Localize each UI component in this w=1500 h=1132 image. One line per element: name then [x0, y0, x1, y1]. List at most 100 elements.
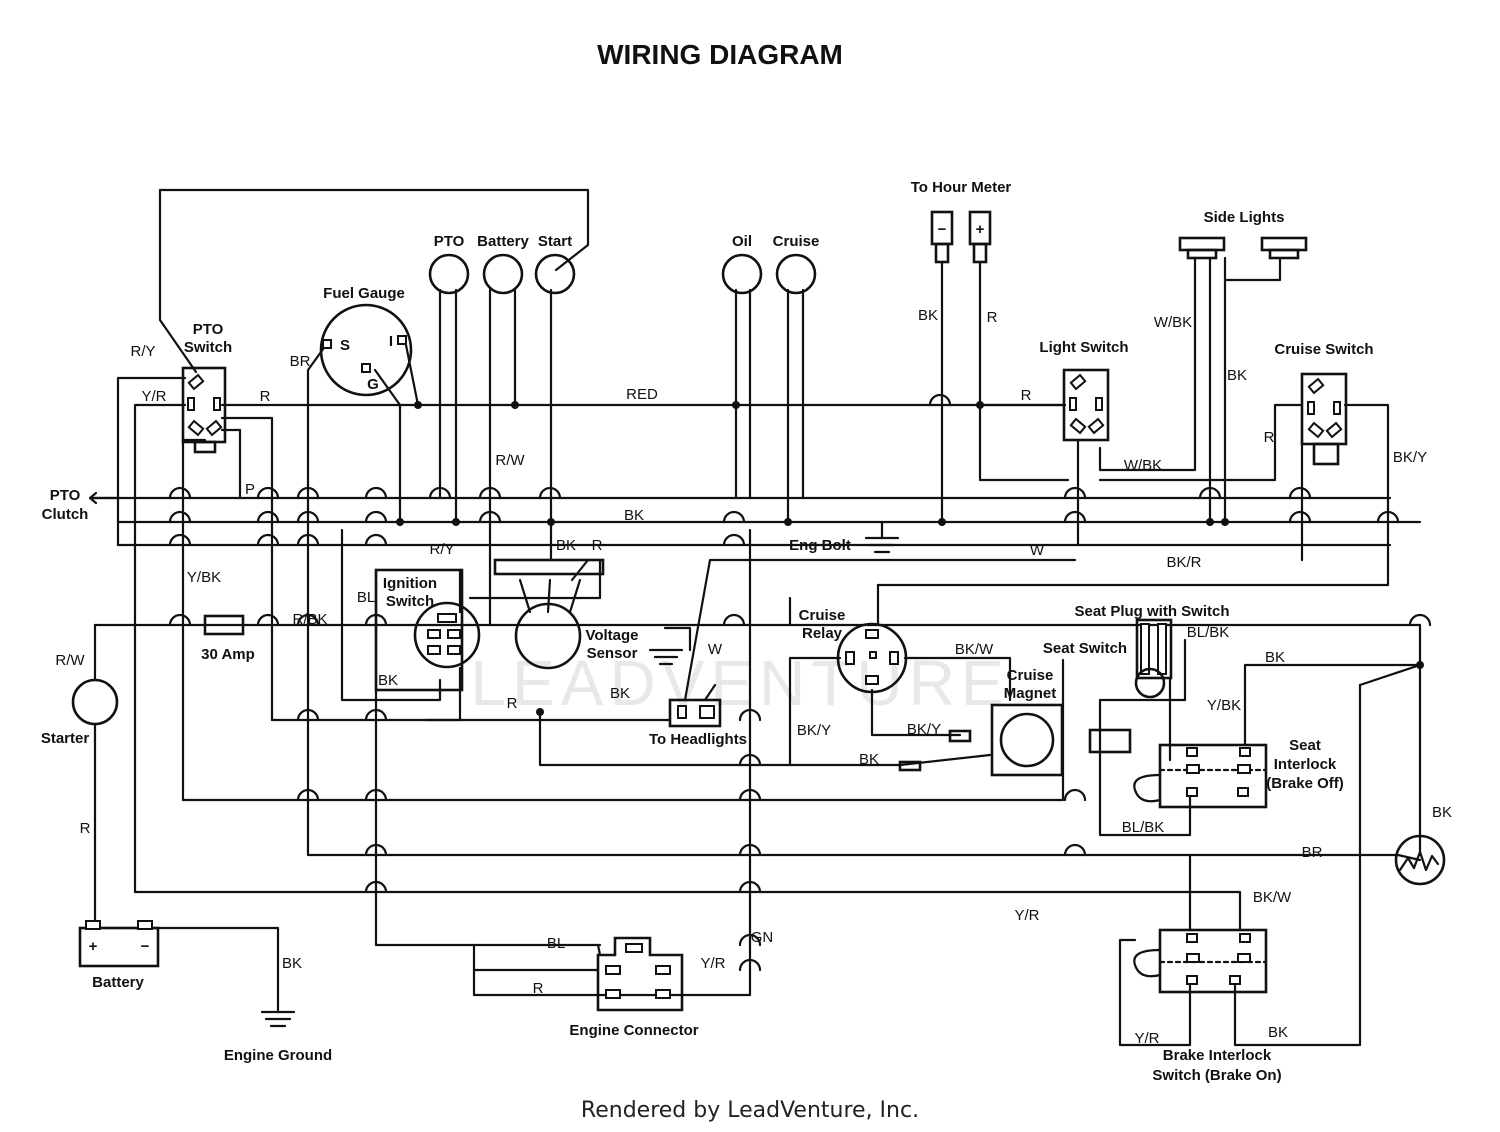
- wire-label: Y/R: [700, 955, 725, 972]
- headlights-connector: To Headlights: [649, 698, 747, 748]
- battery: + − Battery: [78, 920, 160, 991]
- seat-interlock-label-3: (Brake Off): [1266, 775, 1344, 792]
- pto-switch: PTO Switch: [181, 321, 232, 454]
- cruise-switch-label: Cruise Switch: [1274, 341, 1373, 358]
- light-switch: Light Switch: [1039, 339, 1129, 442]
- fuel-gauge-pin-i: I: [389, 333, 393, 350]
- wire-label: BL/BK: [1122, 819, 1165, 836]
- wire-label: BL: [547, 935, 565, 952]
- lamp-battery-label: Battery: [477, 233, 529, 250]
- lamp-start-label: Start: [538, 233, 572, 250]
- seat-plug: Seat Plug with Switch Seat Switch: [1043, 603, 1230, 754]
- cruise-switch: Cruise Switch: [1274, 341, 1374, 466]
- pto-clutch-label-2: Clutch: [42, 506, 89, 523]
- lamp-cruise: [775, 253, 817, 295]
- diagram-title: WIRING DIAGRAM: [597, 39, 843, 70]
- brake-interlock-label-2: Switch (Brake On): [1152, 1067, 1281, 1084]
- fuel-gauge-pin-s: S: [340, 337, 350, 354]
- ignition-switch: Ignition Switch: [374, 568, 481, 692]
- lamp-oil: [721, 253, 763, 295]
- hour-meter-plus: +: [976, 221, 985, 238]
- wire-label: BK/R: [1166, 554, 1201, 571]
- pto-clutch-label: PTO: [50, 487, 81, 504]
- wire-label: R: [260, 388, 271, 405]
- battery-plus: +: [89, 938, 98, 955]
- lamp-pto-label: PTO: [434, 233, 465, 250]
- wire-label: BK/W: [955, 641, 994, 658]
- indicator-lamps: PTO Battery Start Oil Cruise: [428, 233, 820, 295]
- brake-interlock-switch: Brake Interlock Switch (Brake On): [1133, 928, 1282, 1084]
- battery-label: Battery: [92, 974, 144, 991]
- wire-label: Y/R: [1014, 907, 1039, 924]
- seat-interlock-label-2: Interlock: [1274, 756, 1337, 773]
- wire-label: R: [507, 695, 518, 712]
- wire-label: R: [533, 980, 544, 997]
- wire-label: R/BK: [292, 611, 327, 628]
- lamp-battery: [482, 253, 524, 295]
- wire-label: BK: [282, 955, 302, 972]
- wire-label: R: [987, 309, 998, 326]
- headlights-label: To Headlights: [649, 731, 747, 748]
- wire-label: Y/BK: [187, 569, 221, 586]
- wire-label: R/W: [55, 652, 85, 669]
- wire-label: BK: [1265, 649, 1285, 666]
- pto-clutch: PTO Clutch: [42, 487, 120, 523]
- seat-switch-label: Seat Switch: [1043, 640, 1127, 657]
- cruise-relay-label-2: Relay: [802, 625, 843, 642]
- wire-label: Y/BK: [1207, 697, 1241, 714]
- fuse-30amp: 30 Amp: [201, 614, 255, 663]
- hour-meter-connector: To Hour Meter − +: [911, 179, 1012, 264]
- seat-interlock: Seat Interlock (Brake Off): [1133, 737, 1344, 809]
- wire-label: BK/Y: [1393, 449, 1427, 466]
- wire-label: BK: [1227, 367, 1247, 384]
- cruise-magnet: Cruise Magnet: [898, 667, 1064, 777]
- engine-ground: Engine Ground: [224, 1010, 332, 1064]
- wire-label: Y/R: [141, 388, 166, 405]
- fuel-gauge-label: Fuel Gauge: [323, 285, 405, 302]
- lamp-pto: [428, 253, 470, 295]
- starter: Starter: [41, 678, 119, 747]
- cruise-relay: Cruise Relay: [799, 607, 908, 694]
- hour-meter-minus: −: [938, 221, 947, 238]
- wire-label: W/BK: [1124, 457, 1162, 474]
- wire-label: BK: [918, 307, 938, 324]
- brake-interlock-label: Brake Interlock: [1163, 1047, 1272, 1064]
- wire-label: R/Y: [130, 343, 155, 360]
- fuse-label: 30 Amp: [201, 646, 255, 663]
- side-lights: Side Lights: [1178, 209, 1308, 260]
- footer-credit: Rendered by LeadVenture, Inc.: [580, 1098, 920, 1123]
- pto-switch-label-2: Switch: [184, 339, 232, 356]
- pto-switch-label: PTO: [193, 321, 224, 338]
- eng-bolt-label: Eng Bolt: [789, 537, 851, 554]
- wire-label: BK: [610, 685, 630, 702]
- lamp-cruise-label: Cruise: [773, 233, 820, 250]
- voltage-sensor-label: Voltage: [585, 627, 638, 644]
- ignition-switch-label-2: Switch: [386, 593, 434, 610]
- engine-connector: Engine Connector: [569, 936, 699, 1039]
- engine-ground-label: Engine Ground: [224, 1047, 332, 1064]
- wire-labels: R/Y Y/R R BR P RED R/W BK BK R R/Y Y/BK …: [55, 307, 1452, 1047]
- light-switch-label: Light Switch: [1039, 339, 1128, 356]
- wire-label: R: [1264, 429, 1275, 446]
- wire-label: BR: [1302, 844, 1323, 861]
- side-lights-label: Side Lights: [1204, 209, 1285, 226]
- cruise-magnet-label: Cruise: [1007, 667, 1054, 684]
- ignition-switch-label: Ignition: [383, 575, 437, 592]
- wire-label: BK: [859, 751, 879, 768]
- lamp-oil-label: Oil: [732, 233, 752, 250]
- fuel-gauge: Fuel Gauge S I G: [319, 285, 413, 397]
- wire-label: BK: [378, 672, 398, 689]
- wire-label: BK/Y: [907, 721, 941, 738]
- eng-bolt-ground: Eng Bolt: [789, 536, 900, 554]
- wire-label: BK/W: [1253, 889, 1292, 906]
- wire-label: W/BK: [1154, 314, 1192, 331]
- hour-meter-label: To Hour Meter: [911, 179, 1012, 196]
- wire-label: W: [1030, 542, 1045, 559]
- wire-label: BR: [290, 353, 311, 370]
- fuel-gauge-pin-g: G: [367, 376, 379, 393]
- voltage-sensor: Voltage Sensor: [493, 558, 684, 670]
- voltage-sensor-label-2: Sensor: [587, 645, 638, 662]
- wire-label: W: [708, 641, 723, 658]
- wire-label: GN: [751, 929, 774, 946]
- lamp-start: [534, 253, 576, 295]
